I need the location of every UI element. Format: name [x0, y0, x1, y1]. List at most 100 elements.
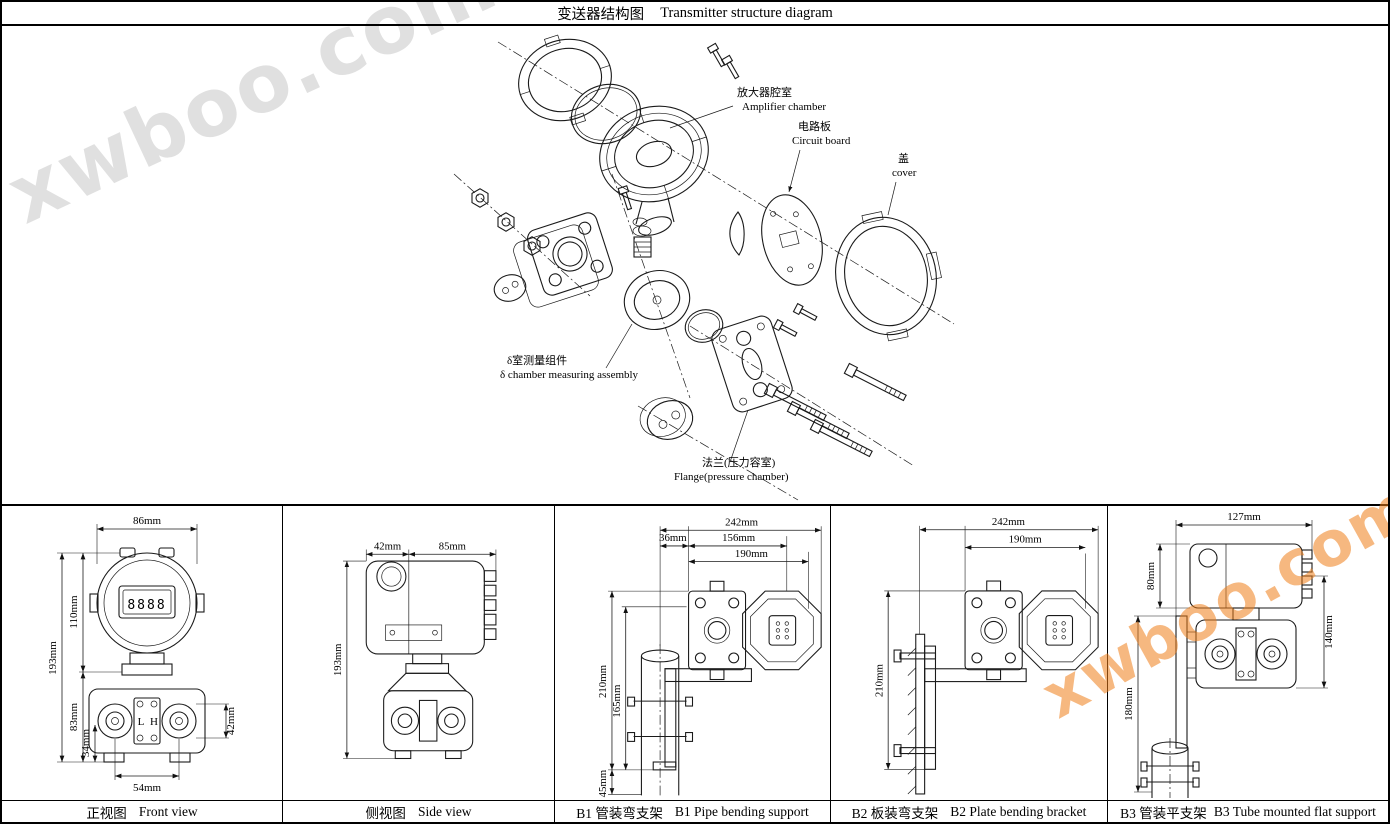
- screw-icon: [792, 303, 819, 323]
- dim-bracket-height: 180mm: [1123, 687, 1135, 721]
- label-cover-zh: 盖: [898, 151, 909, 165]
- front-flange-plate: [527, 212, 613, 296]
- exploded-view-drawing: 放大器腔室 Amplifier chamber 电路板 Circuit boar…: [453, 34, 955, 501]
- side-dimensions: 42mm 85mm 193mm: [333, 541, 497, 759]
- captions-row: 正视图 Front view 侧视图 Side view B1 管装弯支架 B1…: [2, 800, 1388, 822]
- dim-total-height: 193mm: [333, 643, 344, 676]
- b3-neck: [1232, 607, 1260, 621]
- dim-front-depth: 42mm: [374, 541, 402, 552]
- amplifier-housing: [599, 105, 709, 203]
- caption-side-en: Side view: [417, 803, 472, 819]
- label-delta-en: δ chamber measuring assembly: [500, 369, 639, 381]
- bracket: [893, 645, 1027, 770]
- label-amplifier-zh: 放大器腔室: [737, 85, 792, 99]
- caption-front-zh: 正视图: [86, 805, 127, 821]
- b3-flange-assembly: [1195, 619, 1297, 689]
- b1-view-drawing: 242mm 36mm 156mm 190mm 210mm 165mm: [597, 516, 822, 797]
- dim-body-width: 190mm: [1009, 534, 1043, 546]
- side-flange-assembly: [383, 690, 474, 760]
- bracket: [627, 668, 752, 771]
- caption-b1-en: B1 Pipe bending support: [674, 803, 809, 819]
- b3-housing: [1189, 543, 1313, 609]
- exploded-view-panel: 放大器腔室 Amplifier chamber 电路板 Circuit boar…: [2, 26, 1388, 506]
- views-row: 8888: [2, 506, 1388, 800]
- dim-housing-height: 80mm: [1145, 562, 1157, 591]
- pipe: [640, 644, 680, 796]
- rear-cover-part: [835, 211, 942, 342]
- screw-icon: [772, 319, 799, 339]
- dim-lower-height: 83mm: [68, 703, 80, 732]
- label-circuit-board-en: Circuit board: [792, 135, 851, 147]
- circuit-board-part: [761, 194, 823, 286]
- caption-b3-view: B3 管装平支架 B3 Tube mounted flat support: [1108, 801, 1388, 822]
- dim-top-width: 127mm: [1227, 511, 1261, 523]
- retainer-clip: [729, 211, 745, 256]
- label-flange-zh: 法兰(压力容室): [702, 455, 776, 469]
- title-bar: 变送器结构图 Transmitter structure diagram: [2, 2, 1388, 26]
- caption-b2-view: B2 板装弯支架 B2 Plate bending bracket: [831, 801, 1108, 822]
- vent-plug: [493, 274, 527, 302]
- front-view-drawing: 8888: [47, 515, 237, 794]
- mounting-plate: [907, 633, 926, 795]
- caption-b2-en: B2 Plate bending bracket: [950, 803, 1087, 819]
- dim-upper-height: 110mm: [68, 595, 80, 629]
- dim-top-width: 86mm: [133, 515, 162, 527]
- dim-total-height: 193mm: [47, 641, 59, 675]
- side-neck: [387, 653, 468, 692]
- caption-front-view: 正视图 Front view: [2, 801, 283, 822]
- front-housing: 8888: [89, 547, 205, 654]
- dim-total-width: 242mm: [992, 516, 1026, 528]
- caption-b1-view: B1 管装弯支架 B1 Pipe bending support: [555, 801, 831, 822]
- delta-capsule: [623, 270, 691, 330]
- dim-body-width: 190mm: [735, 548, 769, 560]
- part-labels: 放大器腔室 Amplifier chamber 电路板 Circuit boar…: [500, 85, 917, 483]
- b3-view-drawing: 127mm 80mm 140mm 180mm: [1123, 511, 1335, 798]
- caption-b3-zh: B3 管装平支架: [1120, 805, 1207, 821]
- dim-body-height: 140mm: [1323, 615, 1335, 649]
- sensor-stack: [632, 217, 652, 258]
- dim-total-width: 242mm: [725, 516, 759, 528]
- side-view-panel: 42mm 85mm 193mm: [283, 506, 555, 800]
- dim-base-height: 34mm: [80, 729, 92, 758]
- label-delta-zh: δ室测量组件: [507, 353, 567, 367]
- page-title-en: Transmitter structure diagram: [660, 4, 833, 21]
- transmitter-side: [964, 580, 1099, 681]
- lcd-display: 8888: [127, 598, 166, 613]
- b1-view-panel: 242mm 36mm 156mm 190mm 210mm 165mm: [555, 506, 831, 800]
- side-view-drawing: 42mm 85mm 193mm: [333, 541, 497, 760]
- bolt-icon: [843, 362, 908, 404]
- o-ring-large: [570, 83, 642, 145]
- dim-pipe-offset: 36mm: [659, 532, 687, 544]
- b2-view-drawing: 242mm 190mm 210mm: [873, 516, 1099, 795]
- dim-port-spacing: 54mm: [133, 782, 162, 794]
- pipe: [1140, 738, 1200, 798]
- front-view-panel: 8888: [2, 506, 283, 800]
- label-amplifier-en: Amplifier chamber: [742, 101, 826, 113]
- caption-b1-zh: B1 管装弯支架: [576, 805, 663, 821]
- side-housing: [365, 560, 497, 655]
- dim-total-height: 210mm: [597, 664, 609, 698]
- caption-b2-zh: B2 板装弯支架: [851, 805, 939, 821]
- drain-cap: [639, 397, 694, 440]
- dim-bottom-height: 45mm: [597, 769, 609, 797]
- port-label-l: L: [138, 716, 145, 728]
- dim-mid-height: 165mm: [611, 684, 623, 718]
- transmitter-side: [688, 580, 822, 681]
- front-dimensions: 86mm 193mm 110mm 83mm 34mm 42mm: [47, 515, 237, 794]
- front-neck: [121, 652, 173, 676]
- screw-icon: [721, 54, 742, 81]
- dim-total-height: 210mm: [873, 663, 885, 697]
- dim-port-height: 42mm: [225, 707, 237, 736]
- dim-rear-depth: 85mm: [439, 541, 467, 552]
- caption-side-zh: 侧视图: [365, 805, 406, 821]
- b1-dimensions: 242mm 36mm 156mm 190mm 210mm 165mm: [597, 516, 822, 797]
- o-ring-small: [684, 309, 724, 343]
- dim-mid-width: 156mm: [722, 532, 756, 544]
- nut-icon: [497, 212, 515, 232]
- label-cover-en: cover: [892, 167, 917, 179]
- b3-view-panel: 127mm 80mm 140mm 180mm: [1108, 506, 1388, 800]
- label-flange-en: Flange(pressure chamber): [674, 471, 789, 483]
- rear-flange-plate: [513, 224, 599, 308]
- caption-front-en: Front view: [138, 803, 198, 819]
